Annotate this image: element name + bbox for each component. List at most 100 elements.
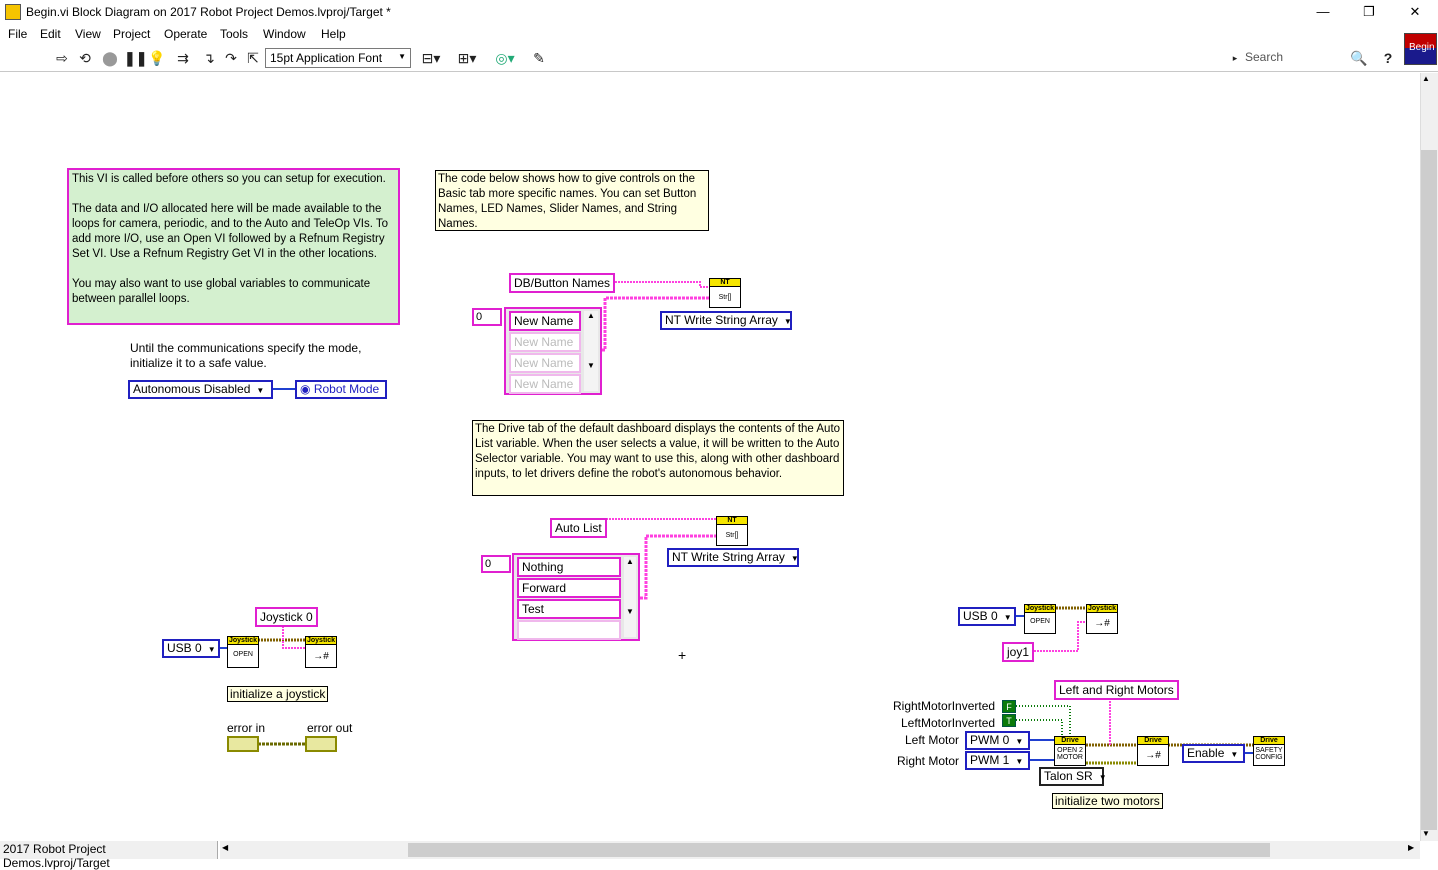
search-toggle-icon[interactable]: ▸ [1232, 53, 1238, 63]
menu-help[interactable]: Help [321, 27, 346, 41]
nt-write-vi[interactable]: NT Str[] [716, 516, 748, 546]
run-continuously-icon[interactable]: ⟲ [79, 50, 91, 66]
array-element[interactable]: Nothing [517, 557, 621, 577]
array-element[interactable]: New Name [509, 353, 581, 373]
auto-array-index[interactable]: 0 [481, 555, 511, 573]
nt-write-select-1[interactable]: NT Write String Array▼ [660, 311, 792, 330]
menu-file[interactable]: File [8, 27, 28, 41]
pwm1-select[interactable]: PWM 1▼ [965, 751, 1030, 770]
retain-wire-values-icon[interactable]: ⇉ [177, 50, 189, 66]
names-array-index[interactable]: 0 [472, 308, 502, 326]
menu-operate[interactable]: Operate [164, 27, 208, 41]
usb-select-left[interactable]: USB 0▼ [162, 639, 220, 658]
abort-icon[interactable]: ⬤ [102, 50, 118, 66]
array-element[interactable]: New Name [509, 311, 581, 331]
drive-safety-config-vi[interactable]: Drive SAFETY CONFIG [1253, 736, 1285, 766]
joystick-vi-header: Joystick [1087, 605, 1117, 613]
joystick-vi-open: OPEN [1030, 618, 1050, 625]
auto-array[interactable]: Nothing Forward Test ▲▼ [512, 553, 640, 641]
mode-enum[interactable]: Autonomous Disabled▼ [128, 380, 273, 399]
right-motor-label: Right Motor [897, 754, 960, 768]
enable-value: Enable [1187, 746, 1225, 760]
highlight-execution-icon[interactable]: 💡 [148, 50, 166, 66]
menu-project[interactable]: Project [113, 27, 151, 41]
robot-mode-global[interactable]: ◉ Robot Mode [295, 380, 387, 399]
array-element[interactable] [517, 620, 621, 640]
align-objects-icon[interactable]: ⊟▾ [421, 50, 441, 66]
joystick-vi-header: Joystick [306, 637, 336, 645]
chevron-down-icon: ▼ [1015, 757, 1024, 766]
search-input[interactable]: Search [1245, 50, 1284, 64]
run-icon[interactable]: ⇨ [56, 50, 68, 66]
chevron-down-icon: ▼ [1098, 773, 1107, 782]
scroll-down-icon[interactable]: ▼ [1422, 829, 1430, 838]
scroll-right-icon[interactable]: ▶ [1408, 843, 1415, 852]
minimize-button[interactable]: — [1316, 4, 1330, 19]
scroll-left-icon[interactable]: ◀ [222, 843, 229, 852]
menu-edit[interactable]: Edit [40, 27, 61, 41]
array-scrollbar[interactable]: ▲▼ [624, 557, 636, 637]
motors-name-constant[interactable]: Left and Right Motors [1054, 680, 1179, 700]
step-out-icon[interactable]: ⇱ [247, 50, 259, 66]
usb-select-right[interactable]: USB 0▼ [958, 607, 1016, 626]
array-element[interactable]: Test [517, 599, 621, 619]
auto-list-constant[interactable]: Auto List [550, 518, 607, 538]
menu-tools[interactable]: Tools [220, 27, 249, 41]
joy1-constant[interactable]: joy1 [1002, 642, 1035, 662]
nt-write-vi[interactable]: NT Str[] [709, 278, 741, 308]
talon-select[interactable]: Talon SR▼ [1039, 767, 1107, 786]
joystick-open-vi[interactable]: Joystick OPEN [1024, 604, 1056, 634]
names-array[interactable]: New Name New Name New Name New Name ▲▼ [504, 307, 602, 395]
usb-value: USB 0 [963, 609, 998, 623]
joystick-refnum-set-vi[interactable]: Joystick →# [1086, 604, 1118, 634]
array-element[interactable]: New Name [509, 374, 581, 394]
joystick-vi-open: OPEN [233, 651, 253, 658]
search-icon[interactable]: 🔍 [1350, 50, 1368, 66]
drive-vi-safety: SAFETY CONFIG [1255, 747, 1283, 761]
maximize-button[interactable]: ❐ [1363, 4, 1375, 19]
nt-write-select-2[interactable]: NT Write String Array▼ [667, 548, 799, 567]
error-out-label: error out [307, 721, 353, 735]
array-scrollbar[interactable]: ▲▼ [584, 311, 598, 391]
right-inverted-constant[interactable]: F [1002, 700, 1016, 713]
font-select[interactable]: 15pt Application Font ▼ [265, 48, 411, 68]
enable-select[interactable]: Enable▼ [1182, 744, 1245, 763]
init-motors-label: initialize two motors [1052, 793, 1163, 809]
left-inverted-constant[interactable]: T [1002, 714, 1016, 727]
usb-value: USB 0 [167, 641, 202, 655]
error-in-terminal[interactable] [227, 736, 259, 752]
vi-icon-band [1405, 34, 1436, 48]
error-out-terminal[interactable] [305, 736, 337, 752]
joystick0-constant[interactable]: Joystick 0 [255, 607, 318, 627]
menu-window[interactable]: Window [263, 27, 306, 41]
menu-view[interactable]: View [75, 27, 101, 41]
joystick-refnum-set-vi[interactable]: Joystick →# [305, 636, 337, 668]
drive-vi-header: Drive [1138, 737, 1168, 745]
vi-icon[interactable]: Begin [1404, 33, 1437, 65]
db-button-names-constant[interactable]: DB/Button Names [509, 273, 616, 293]
project-context-status: 2017 Robot Project Demos.lvproj/Target [0, 841, 218, 870]
chevron-down-icon: ▼ [398, 52, 406, 61]
error-in-label: error in [227, 721, 266, 735]
crosshair-cursor-icon: + [678, 647, 687, 663]
setup-comment: This VI is called before others so you c… [67, 168, 400, 325]
nt-write-value: NT Write String Array [672, 550, 785, 564]
clean-up-diagram-icon[interactable]: ✎ [533, 50, 545, 66]
reorder-icon[interactable]: ◎▾ [495, 50, 515, 66]
scroll-up-icon[interactable]: ▲ [1422, 74, 1430, 83]
globe-icon: ◉ [300, 382, 314, 396]
distribute-objects-icon[interactable]: ⊞▾ [457, 50, 477, 66]
array-element[interactable]: Forward [517, 578, 621, 598]
close-button[interactable]: ✕ [1409, 4, 1421, 19]
joystick-vi-header: Joystick [1025, 605, 1055, 613]
context-help-icon[interactable]: ? [1383, 50, 1393, 66]
array-element[interactable]: New Name [509, 332, 581, 352]
step-over-icon[interactable]: ↷ [225, 50, 237, 66]
drive-refnum-set-vi[interactable]: Drive →# [1137, 736, 1169, 766]
horizontal-scroll-thumb[interactable] [408, 843, 1270, 857]
pwm0-select[interactable]: PWM 0▼ [965, 731, 1030, 750]
vertical-scroll-thumb[interactable] [1421, 150, 1437, 830]
drive-open-2motor-vi[interactable]: Drive OPEN 2 MOTOR [1054, 736, 1086, 766]
step-into-icon[interactable]: ↴ [203, 50, 215, 66]
joystick-open-vi[interactable]: Joystick OPEN [227, 636, 259, 668]
